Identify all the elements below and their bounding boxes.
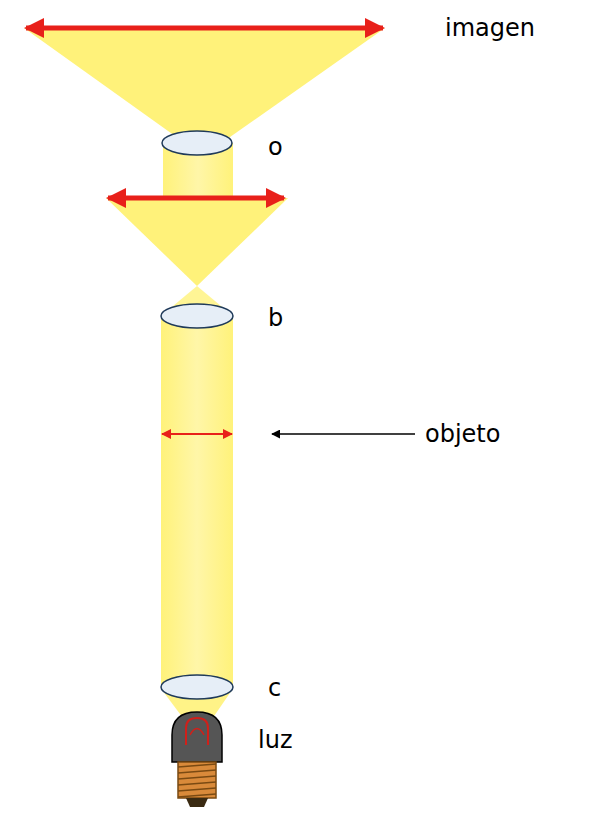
lens-b (161, 304, 233, 328)
object-arrow (162, 433, 232, 435)
light-column (161, 316, 233, 688)
object-label: objeto (425, 421, 500, 447)
object-leader (272, 433, 415, 435)
lens-label: c (268, 675, 281, 701)
lens-label: o (268, 134, 283, 160)
intermediate-image-arrow (108, 196, 284, 201)
lamp (172, 712, 222, 807)
lens-c (161, 675, 233, 699)
image-label: imagen (445, 15, 535, 41)
final-image-arrow (26, 26, 383, 31)
lens-o (162, 131, 232, 155)
light-label: luz (258, 727, 292, 753)
lens-label: b (268, 305, 283, 331)
image-cone (24, 28, 385, 156)
intermediate-cone (106, 198, 288, 286)
